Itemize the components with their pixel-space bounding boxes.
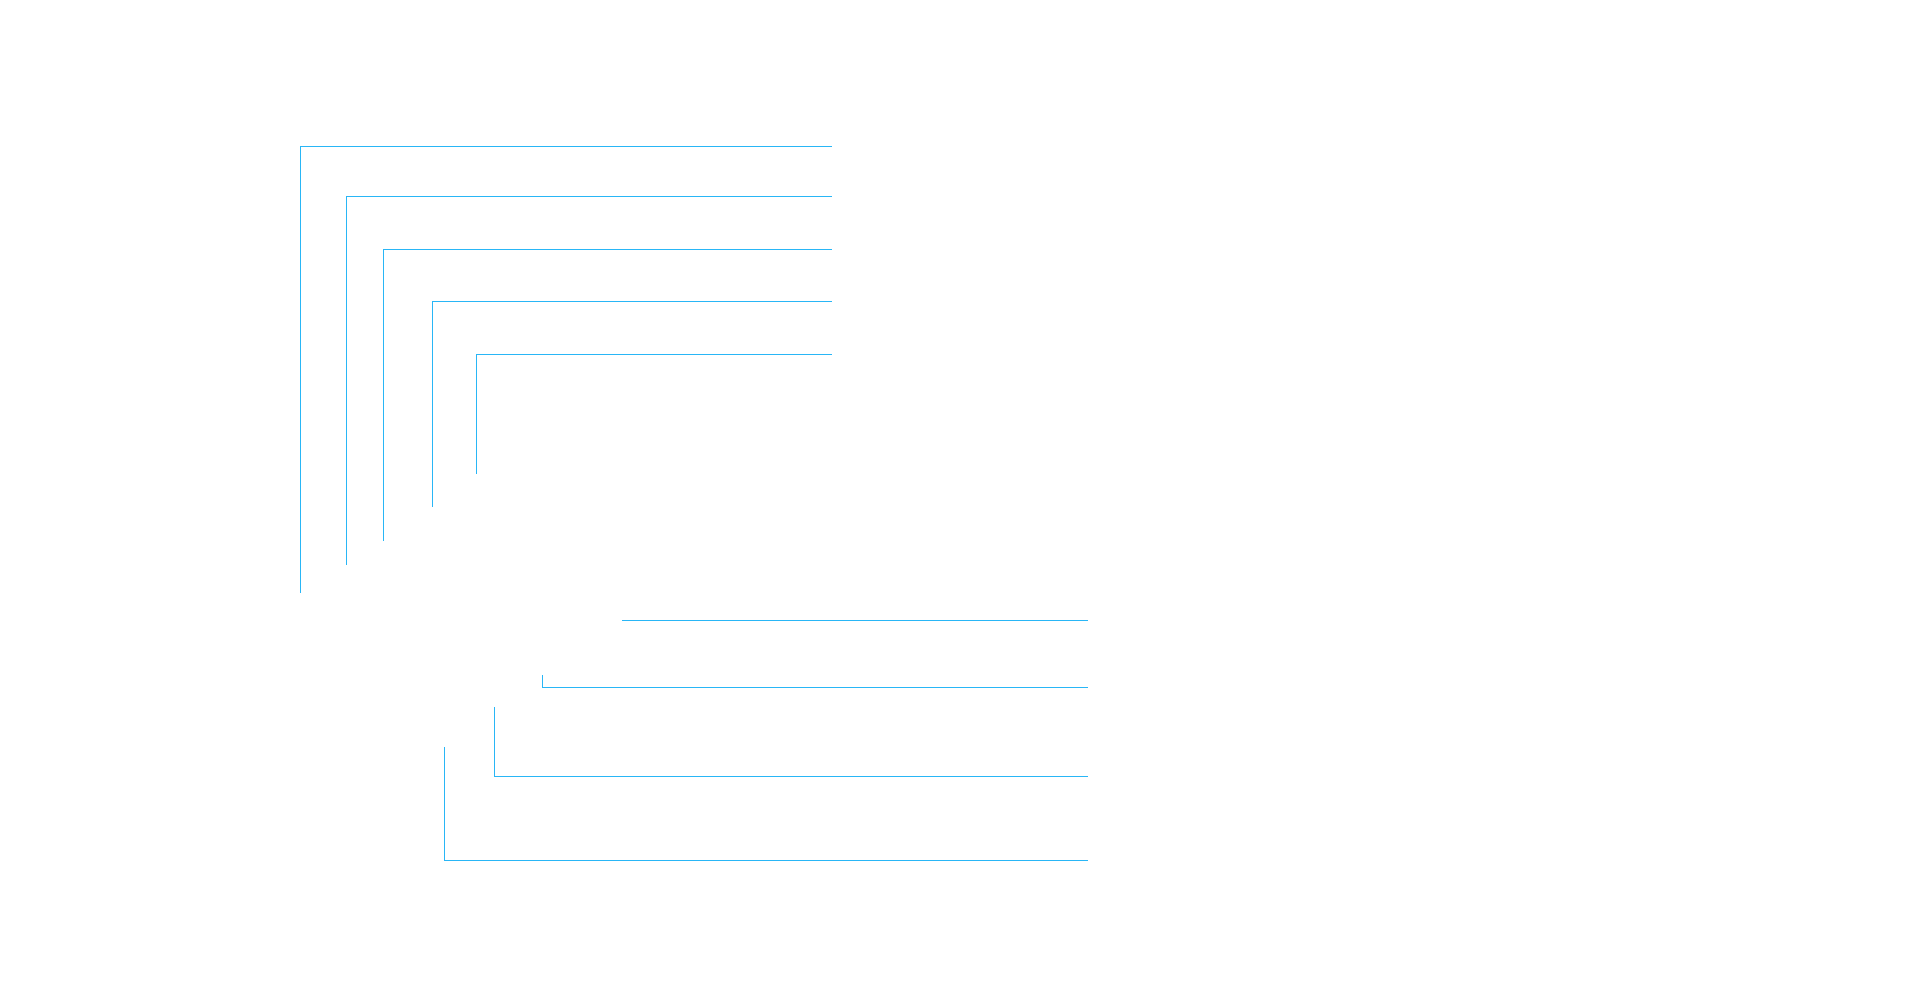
leader-line-lower-3 [493, 707, 1088, 778]
leader-line-upper-4 [431, 300, 832, 507]
leader-line-upper-3 [382, 248, 832, 541]
lower-leader-group [443, 619, 1088, 862]
leader-line-upper-1 [299, 145, 832, 593]
leader-line-lower-2 [541, 675, 1088, 689]
leader-line-lower-1 [621, 619, 1088, 622]
leader-line-upper-5 [475, 353, 832, 474]
leader-line-upper-2 [345, 195, 832, 565]
leader-line-lower-4 [443, 747, 1088, 862]
upper-leader-group [299, 145, 832, 593]
